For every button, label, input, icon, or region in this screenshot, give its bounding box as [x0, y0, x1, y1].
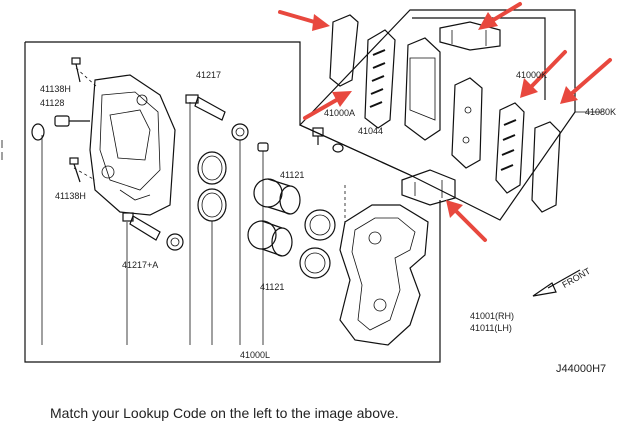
caliper-housing [339, 204, 429, 346]
part-label-41001: 41001(RH) [470, 311, 514, 321]
pad-shim-rear [531, 121, 561, 213]
part-label-41000a: 41000A [324, 108, 355, 118]
piston-seal-lower [299, 247, 331, 279]
bleeder-bolt-bottom [69, 157, 96, 183]
bleeder-screw [54, 115, 90, 127]
piston-upper [253, 178, 301, 215]
highlight-arrow [478, 2, 522, 30]
part-label-41138h-bottom: 41138H [55, 191, 86, 201]
part-label-41138h-top: 41138H [40, 84, 71, 94]
piston-lower [247, 220, 293, 257]
highlight-arrow [520, 50, 567, 98]
diagram-code: J44000H7 [556, 363, 606, 375]
bushing [257, 142, 269, 345]
pin-boot-top [231, 123, 249, 345]
part-label-41000l: 41000L [240, 350, 270, 360]
brake-pad-backing [404, 37, 441, 141]
lookup-caption: Match your Lookup Code on the left to th… [50, 405, 399, 421]
highlight-arrow [303, 91, 352, 120]
part-label-41128: 41128 [40, 98, 64, 108]
pad-clip-top [439, 21, 501, 51]
pad-clip-bottom [401, 169, 456, 206]
washer-41044 [332, 143, 344, 153]
pad-shim-outer [329, 14, 359, 87]
highlight-arrow [560, 58, 612, 104]
caliper-body-bracket [89, 74, 176, 216]
highlight-arrow [446, 200, 487, 242]
pad-shim-inner [495, 102, 525, 194]
piston-seal-rings [197, 151, 227, 345]
part-label-41217: 41217 [196, 70, 221, 80]
highlight-arrow [278, 10, 330, 31]
front-label: FRONT [560, 266, 592, 290]
part-label-41121-bottom: 41121 [260, 282, 284, 292]
part-label-41044: 41044 [358, 126, 383, 136]
front-direction-arrow [532, 269, 581, 297]
caliper-assembly-frame [24, 42, 441, 363]
slide-pin-41217 [185, 94, 226, 345]
pin-boot-bottom [166, 233, 184, 251]
part-label-41217a: 41217+A [122, 260, 158, 270]
part-label-41080k: 41080K [585, 107, 616, 117]
brake-pad-inner [451, 77, 483, 169]
piston-seal-upper [304, 209, 336, 241]
mount-bolt-41000a [312, 127, 324, 145]
part-label-41121-top: 41121 [280, 170, 304, 180]
bleeder-cap [31, 123, 45, 141]
slide-pin-41217a [122, 212, 161, 345]
bleeder-bolt-top [71, 57, 97, 87]
part-label-41011: 41011(LH) [470, 323, 512, 333]
brake-pad-outer [364, 29, 396, 129]
pad-kit-frame-edge [299, 124, 411, 176]
part-label-41000k: 41000K [516, 70, 547, 80]
caliper-assembly-frame-top [25, 41, 301, 125]
